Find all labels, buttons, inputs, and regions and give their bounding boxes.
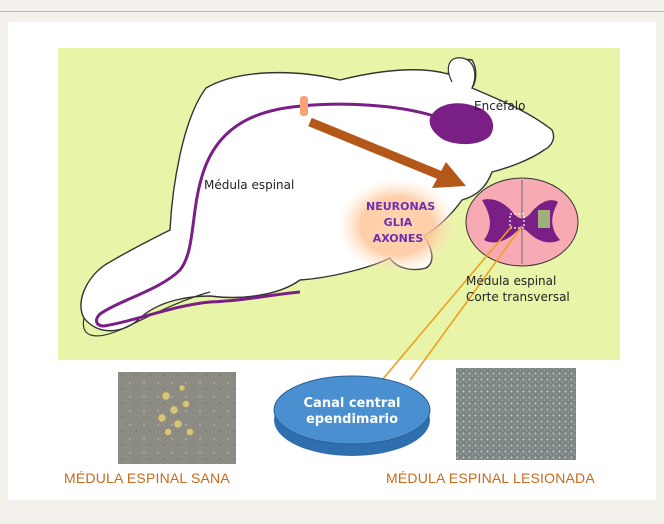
brain-label: Encéfalo	[474, 99, 525, 113]
glia-label: GLIA	[366, 216, 430, 229]
injured-cord-caption: MÉDULA ESPINAL LESIONADA	[386, 470, 595, 486]
healthy-cord-micrograph	[118, 372, 236, 464]
axons-label: AXONES	[366, 232, 430, 245]
central-canal-label: Canal central	[282, 396, 422, 412]
injured-cord-micrograph	[456, 368, 576, 460]
cross-section-title: Médula espinal	[466, 274, 556, 288]
healthy-cord-caption: MÉDULA ESPINAL SANA	[64, 470, 230, 486]
neurons-label: NEURONAS	[366, 200, 430, 213]
ependymal-label: ependimario	[282, 412, 422, 428]
lesion-area	[538, 210, 550, 228]
cross-section-subtitle: Corte transversal	[466, 290, 570, 304]
lesion-marker	[300, 96, 308, 116]
spinal-cord-label: Médula espinal	[204, 178, 294, 192]
